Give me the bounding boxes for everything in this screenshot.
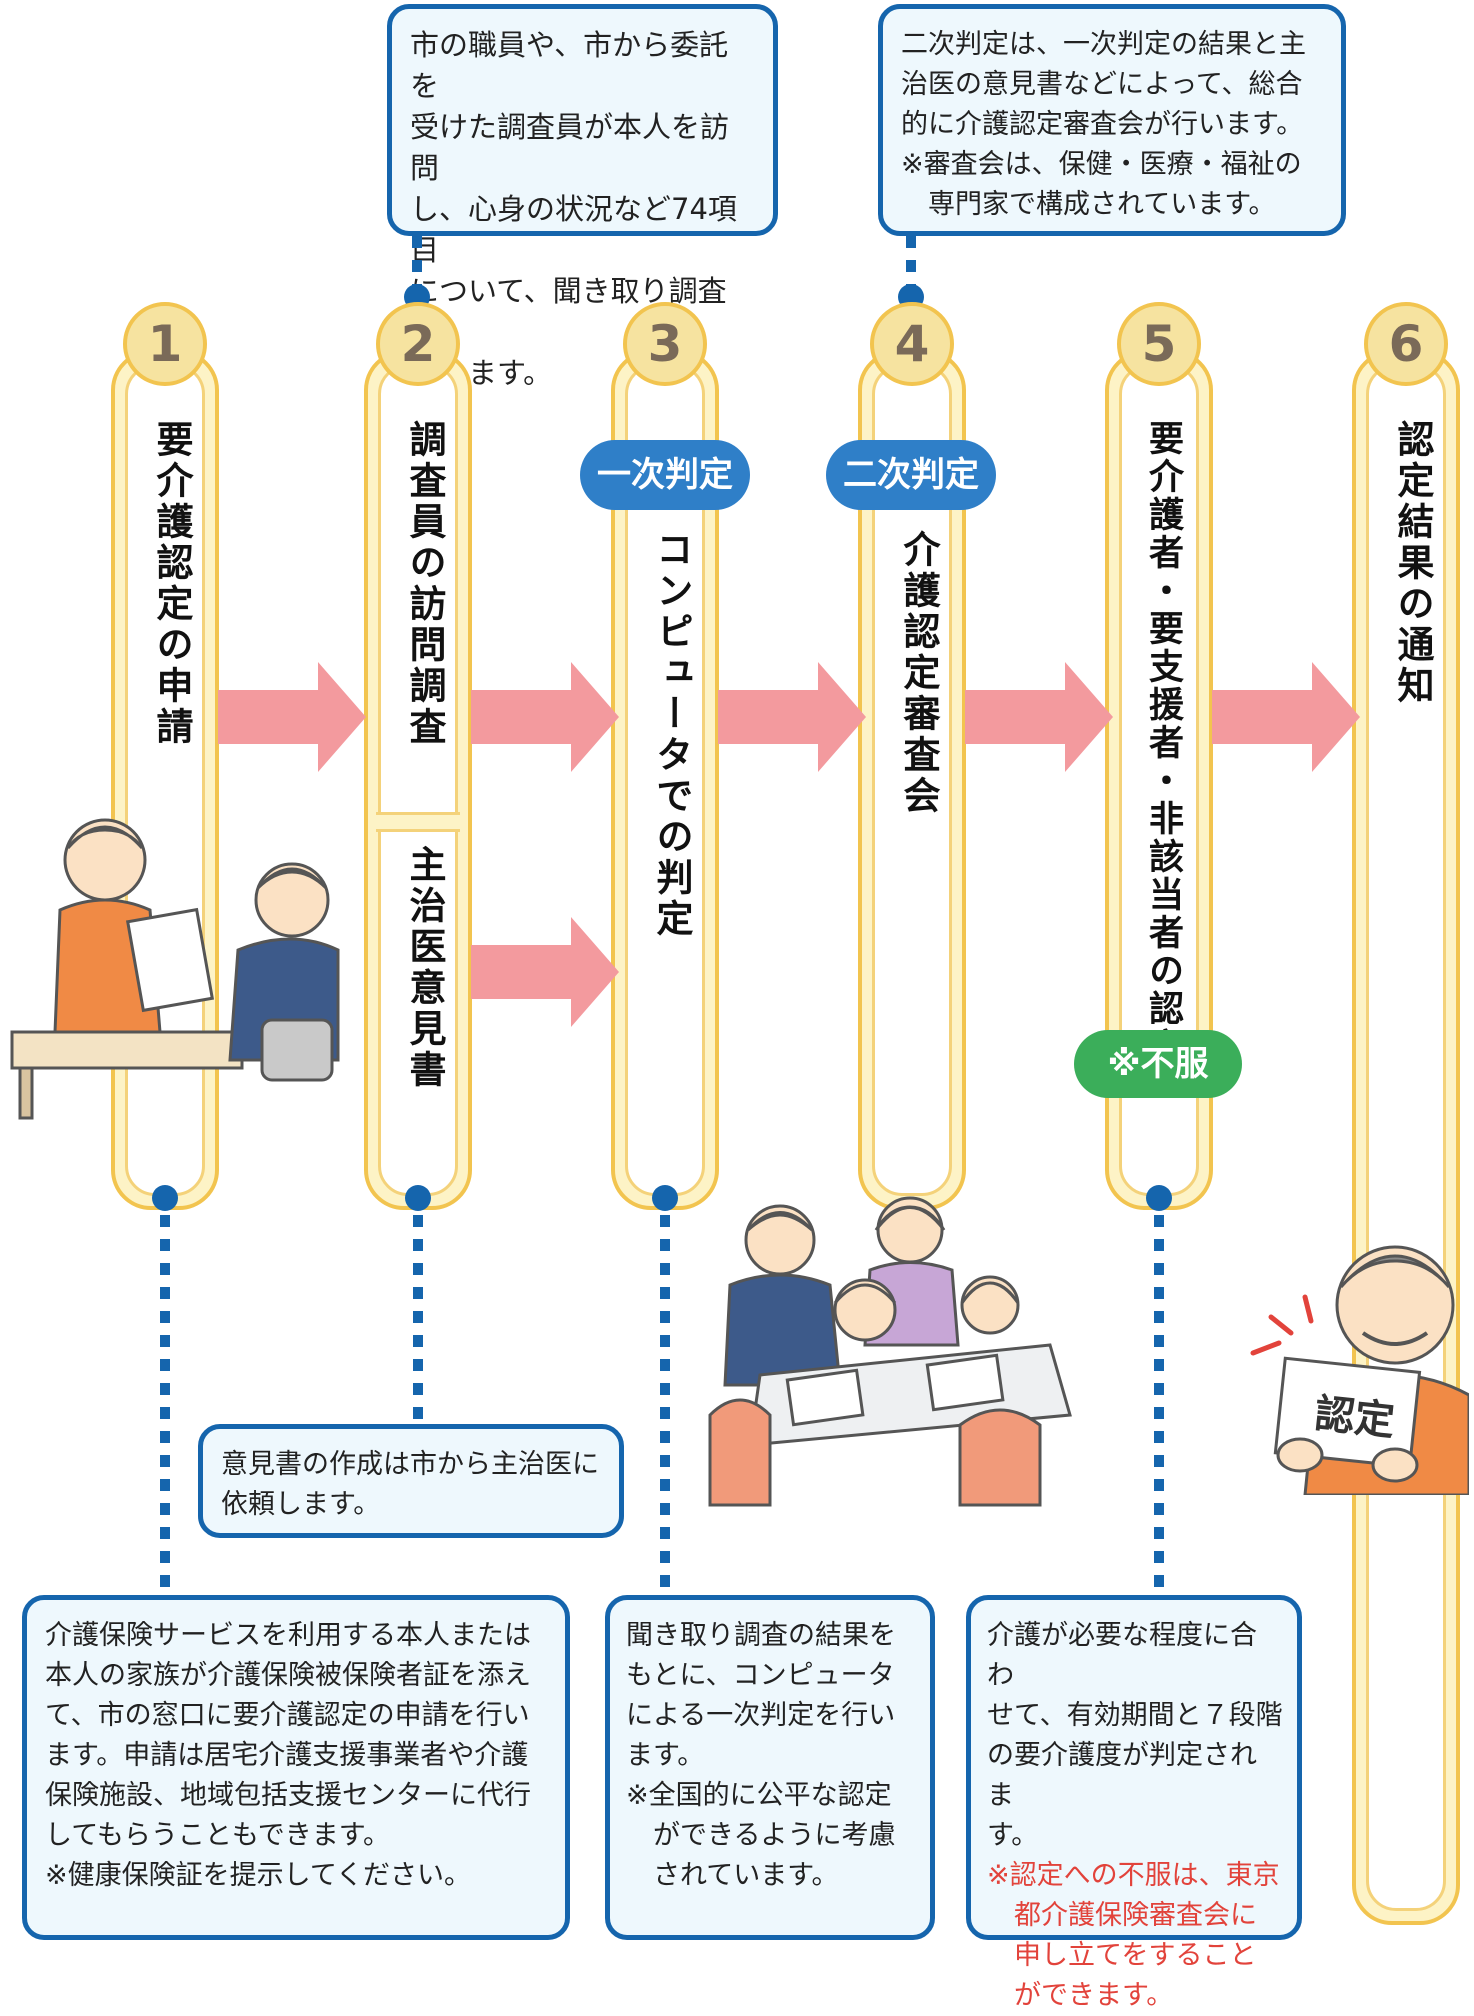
application-info-line: ます。申請は居宅介護支援事業者や介護	[45, 1740, 529, 1771]
step-3-number: 3	[623, 302, 707, 386]
arrow-2-to-3	[471, 662, 619, 772]
step-6-label: 認定結果の通知	[1391, 420, 1434, 707]
step-2-sub-label: 主治医意見書	[403, 845, 446, 1091]
step-column-inner	[378, 364, 458, 1196]
connector-dot	[405, 1185, 431, 1211]
first-judgment-info-line: による一次判定を行い	[626, 1700, 896, 1731]
application-info-line: 保険施設、地域包括支援センターに代行	[45, 1780, 531, 1811]
first-judgment-note: ※全国的に公平な認定ができるように考慮されています。	[626, 1780, 896, 1891]
connector-dot	[652, 1185, 678, 1211]
connector-second-judgment-top	[906, 236, 916, 286]
step-6-number: 6	[1364, 302, 1448, 386]
step-5-number: 5	[1117, 302, 1201, 386]
step-2-divider	[376, 812, 460, 832]
opinion-info-line: 意見書の作成は市から主治医に	[221, 1449, 599, 1480]
connector-survey-top	[412, 236, 422, 286]
step-2-number: 2	[376, 302, 460, 386]
step-1-label: 要介護認定の申請	[150, 420, 193, 748]
step-2-label: 調査員の訪問調査	[403, 420, 446, 748]
arrow-5-to-6	[1212, 662, 1360, 772]
second-judgment-info-line: 治医の意見書などによって、総合	[901, 69, 1303, 100]
step-6-column	[1352, 350, 1460, 1925]
second-judgment-note: ※審査会は、保健・医療・福祉の専門家で構成されています。	[901, 149, 1302, 220]
step-5-label: 要介護者・要支援者・非該当者の認定	[1143, 420, 1183, 1066]
illustration-notification	[1250, 1245, 1469, 1495]
certification-info-box: 介護が必要な程度に合わ せて、有効期間と７段階 の要介護度が判定されま す。 ※…	[966, 1595, 1302, 2011]
survey-info-line: し、心身の状況など74項目	[410, 192, 737, 267]
step-4-badge: 二次判定	[826, 440, 996, 510]
second-judgment-info-line: 二次判定は、一次判定の結果と主	[901, 29, 1306, 60]
arrow-4-to-5	[965, 662, 1113, 772]
step-4-label: 介護認定審査会	[897, 530, 940, 817]
arrow-1-to-2	[218, 662, 366, 772]
certification-info-line: す。	[987, 1820, 1039, 1851]
step-3-label: コンピュータでの判定	[650, 530, 693, 940]
certification-info-line: の要介護度が判定されま	[987, 1740, 1257, 1811]
connector-dot	[152, 1185, 178, 1211]
step-2-column	[364, 350, 472, 1210]
certification-info-line: せて、有効期間と７段階	[987, 1700, 1283, 1731]
connector-step-3-bottom	[660, 1215, 670, 1595]
application-note: ※健康保険証を提示してください。	[45, 1860, 472, 1891]
survey-info-line: 受けた調査員が本人を訪問	[410, 110, 730, 185]
step-4-number: 4	[870, 302, 954, 386]
opinion-info-line: 依頼します。	[221, 1489, 381, 1520]
second-judgment-info-line: 的に介護認定審査会が行います。	[901, 109, 1304, 140]
opinion-info-box: 意見書の作成は市から主治医に 依頼します。	[198, 1424, 624, 1538]
connector-step-1-bottom	[160, 1215, 170, 1595]
survey-info-box: 市の職員や、市から委託を 受けた調査員が本人を訪問 し、心身の状況など74項目 …	[387, 4, 778, 390]
step-column-inner	[1366, 364, 1446, 1911]
application-info-line: してもらうこともできます。	[45, 1820, 391, 1851]
first-judgment-info-line: 聞き取り調査の結果を	[626, 1620, 896, 1651]
certificate-label: 認定	[1312, 1390, 1397, 1446]
application-info-line: 介護保険サービスを利用する本人または	[45, 1620, 531, 1651]
survey-info-line: 市の職員や、市から委託を	[410, 28, 729, 103]
arrow-opinion-to-3	[471, 917, 619, 1027]
connector-step-5-bottom	[1154, 1215, 1164, 1595]
step-5-badge: ※不服	[1074, 1030, 1242, 1098]
application-info-box: 介護保険サービスを利用する本人または 本人の家族が介護保険被保険者証を添え て、…	[22, 1595, 570, 1940]
first-judgment-info-line: ます。	[626, 1740, 705, 1771]
connector-step-2-bottom	[413, 1215, 423, 1420]
connector-dot	[1146, 1185, 1172, 1211]
step-3-badge: 一次判定	[580, 440, 750, 510]
application-info-line: て、市の窓口に要介護認定の申請を行い	[45, 1700, 530, 1731]
second-judgment-info-box: 二次判定は、一次判定の結果と主 治医の意見書などによって、総合 的に介護認定審査…	[878, 4, 1346, 236]
step-1-number: 1	[123, 302, 207, 386]
certification-note: ※認定への不服は、東京都介護保険審査会に申し立てをすることができます。	[987, 1860, 1280, 2011]
certification-info-line: 介護が必要な程度に合わ	[987, 1620, 1257, 1691]
arrow-3-to-4	[718, 662, 866, 772]
illustration-application-desk	[10, 818, 340, 1120]
first-judgment-info-line: もとに、コンピュータ	[626, 1660, 895, 1691]
first-judgment-info-box: 聞き取り調査の結果を もとに、コンピュータ による一次判定を行い ます。 ※全国…	[605, 1595, 935, 1940]
illustration-review-board	[708, 1196, 1072, 1507]
application-info-line: 本人の家族が介護保険被保険者証を添え	[45, 1660, 531, 1691]
